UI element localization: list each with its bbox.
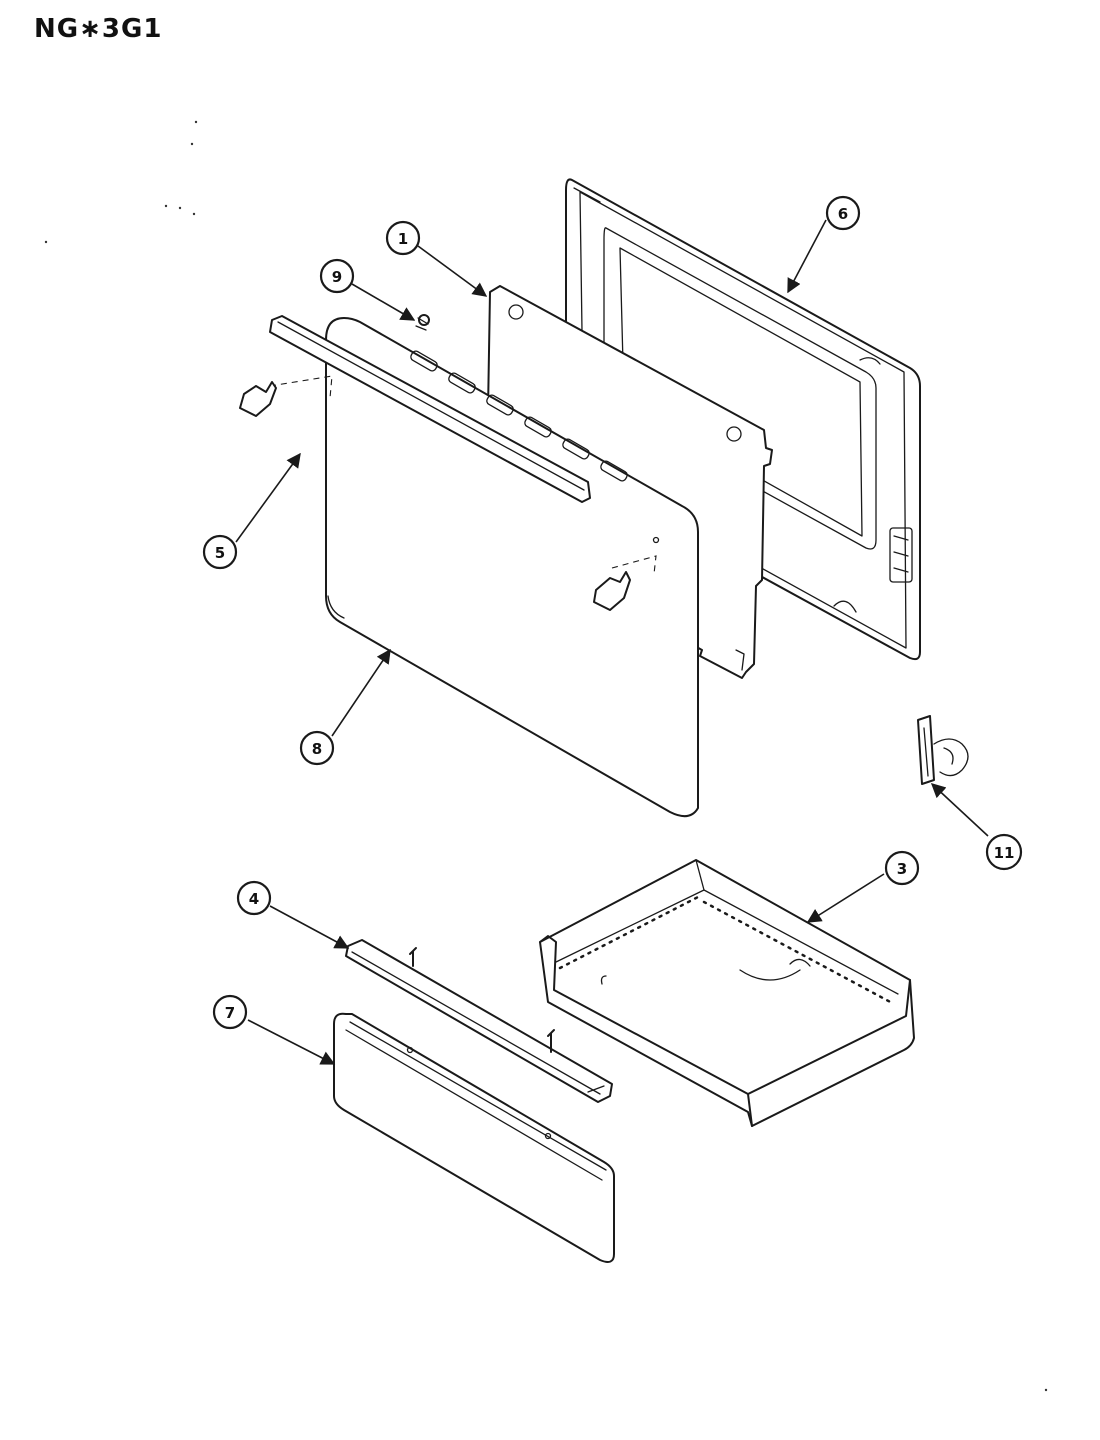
callout-9: 9 <box>319 258 355 294</box>
broiler-drawer-tray-part <box>539 859 915 1127</box>
leader-11 <box>930 783 989 837</box>
svg-text:6: 6 <box>838 205 848 223</box>
drawer-front-panel-part <box>333 1012 615 1263</box>
screw-part <box>415 314 430 331</box>
callout-7: 7 <box>212 994 248 1030</box>
door-hinge-part <box>917 715 969 785</box>
svg-text:9: 9 <box>332 268 342 286</box>
front-door-panel-part <box>269 317 699 818</box>
leader-7 <box>247 1019 336 1065</box>
callout-11: 11 <box>985 833 1023 871</box>
vent-slots <box>410 350 628 482</box>
leader-1 <box>417 245 488 297</box>
callout-5: 5 <box>202 534 238 570</box>
callout-4: 4 <box>236 880 272 916</box>
callout-6: 6 <box>825 195 861 231</box>
svg-text:7: 7 <box>225 1004 235 1022</box>
svg-text:8: 8 <box>312 740 322 758</box>
page-title: NG∗3G1 <box>34 14 163 44</box>
leader-9 <box>351 283 416 321</box>
door-handle-part <box>239 315 631 611</box>
callout-8: 8 <box>299 730 335 766</box>
svg-text:3: 3 <box>897 860 907 878</box>
leader-8 <box>331 648 391 737</box>
svg-text:4: 4 <box>249 890 259 908</box>
svg-text:1: 1 <box>398 230 408 248</box>
leader-6 <box>787 219 827 294</box>
svg-text:5: 5 <box>215 544 225 562</box>
callout-3: 3 <box>884 850 920 886</box>
callout-1: 1 <box>385 220 421 256</box>
scan-specks <box>44 120 1048 1392</box>
drawer-bracket-part <box>345 939 613 1103</box>
leader-5 <box>235 452 301 543</box>
leader-4 <box>269 905 350 949</box>
svg-text:11: 11 <box>994 844 1015 862</box>
leader-3 <box>806 873 885 923</box>
